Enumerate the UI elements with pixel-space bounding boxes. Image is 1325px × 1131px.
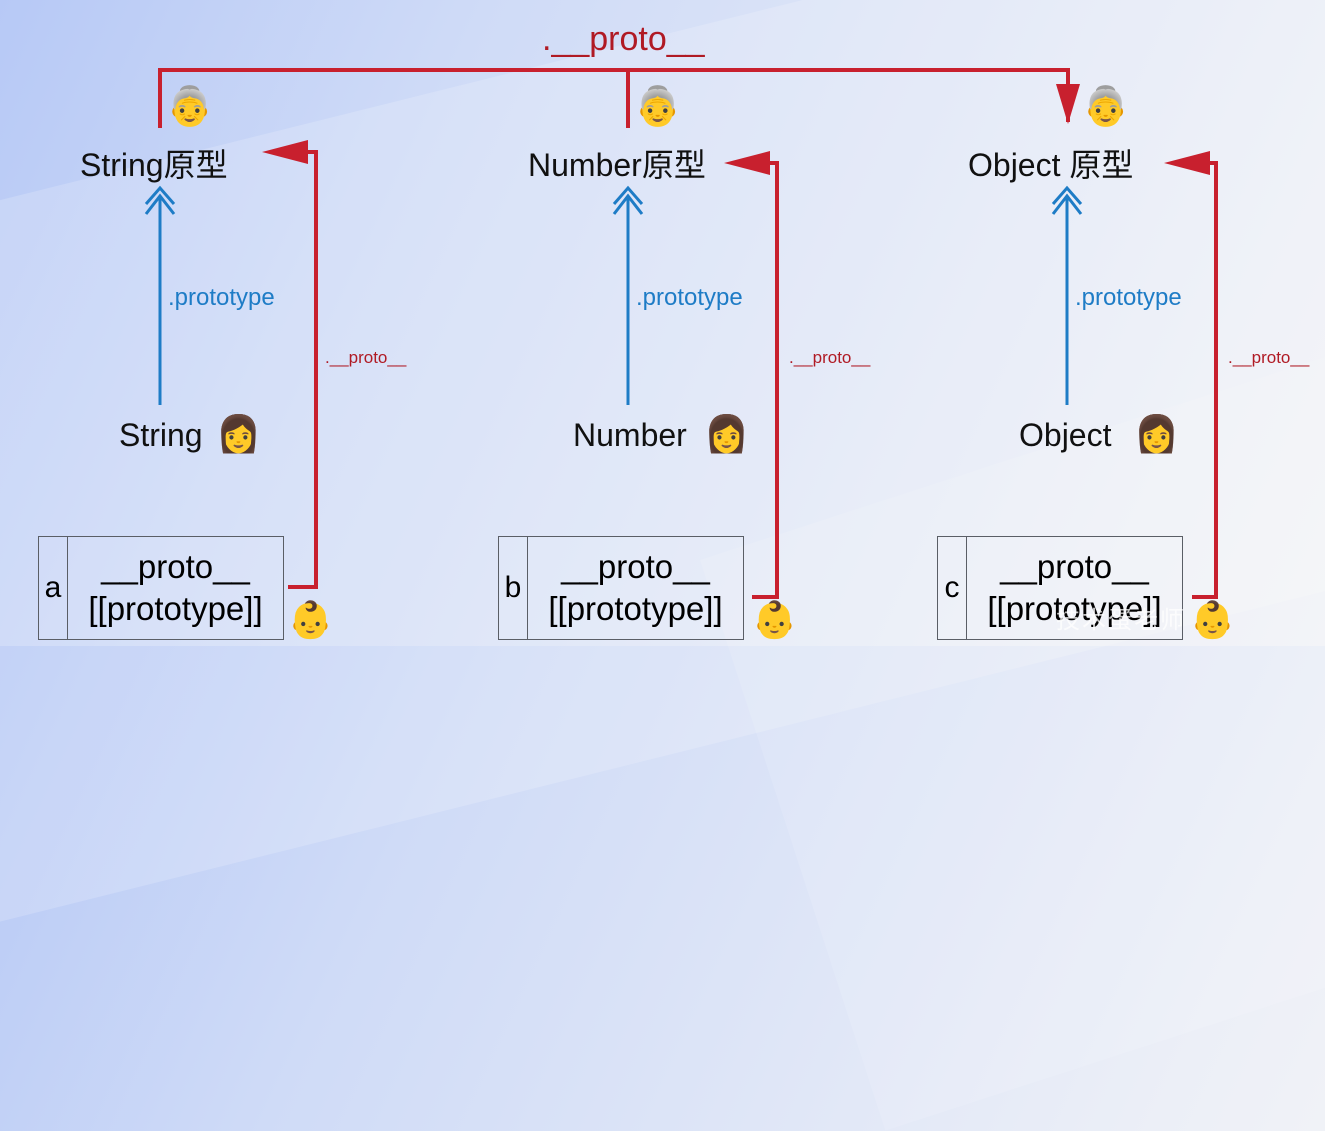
number-prototype-link-label: .prototype — [636, 284, 743, 311]
watermark: 技术蛋老师 — [1056, 607, 1186, 634]
number-constructor-label: Number — [573, 417, 687, 453]
number-prototype-label: Number原型 — [528, 147, 706, 183]
woman-icon: 👩 — [704, 413, 749, 454]
proto-arrow-a — [262, 140, 318, 589]
string-prototype-label: String原型 — [80, 147, 228, 183]
instance-var-label: a — [39, 537, 68, 639]
string-prototype-link-label: .prototype — [168, 284, 275, 311]
proto-arrow-c — [1164, 151, 1218, 599]
grandma-icon: 👵 — [166, 86, 214, 128]
baby-icon: 👶 — [752, 599, 797, 640]
proto-arrow-b — [724, 151, 779, 599]
object-prototype-link-label: .prototype — [1075, 284, 1182, 311]
grandma-icon: 👵 — [634, 86, 682, 128]
top-arrow-head — [1056, 84, 1080, 124]
prototype-arrow-number — [612, 185, 644, 405]
instance-box-b: b __proto__ [[prototype]] — [498, 536, 744, 640]
proto-field: __proto__ — [101, 548, 250, 585]
object-constructor-label: Object — [1019, 417, 1112, 453]
string-constructor-label: String — [119, 417, 203, 453]
baby-icon: 👶 — [1190, 599, 1235, 640]
prototype-arrow-object — [1051, 185, 1083, 405]
c-proto-link-label: .__proto__ — [1228, 348, 1310, 367]
instance-box-c: c __proto__ [[prototype]] — [937, 536, 1183, 640]
object-prototype-label: Object 原型 — [968, 147, 1134, 183]
top-proto-label: .__proto__ — [542, 20, 705, 58]
instance-var-label: c — [938, 537, 967, 639]
baby-icon: 👶 — [288, 599, 333, 640]
proto-field: __proto__ — [561, 548, 710, 585]
instance-box-a: a __proto__ [[prototype]] — [38, 536, 284, 640]
woman-icon: 👩 — [216, 413, 261, 454]
instance-var-label: b — [499, 537, 528, 639]
proto-field: __proto__ — [1000, 548, 1149, 585]
top-proto-arrow — [158, 68, 1070, 128]
b-proto-link-label: .__proto__ — [789, 348, 871, 367]
prototype-arrow-string — [144, 185, 176, 405]
a-proto-link-label: .__proto__ — [325, 348, 407, 367]
prototype-slot-field: [[prototype]] — [548, 590, 723, 627]
woman-icon: 👩 — [1134, 413, 1179, 454]
diagram-arrows — [144, 68, 1218, 599]
prototype-slot-field: [[prototype]] — [987, 590, 1162, 627]
prototype-slot-field: [[prototype]] — [88, 590, 263, 627]
grandma-icon: 👵 — [1082, 86, 1130, 128]
